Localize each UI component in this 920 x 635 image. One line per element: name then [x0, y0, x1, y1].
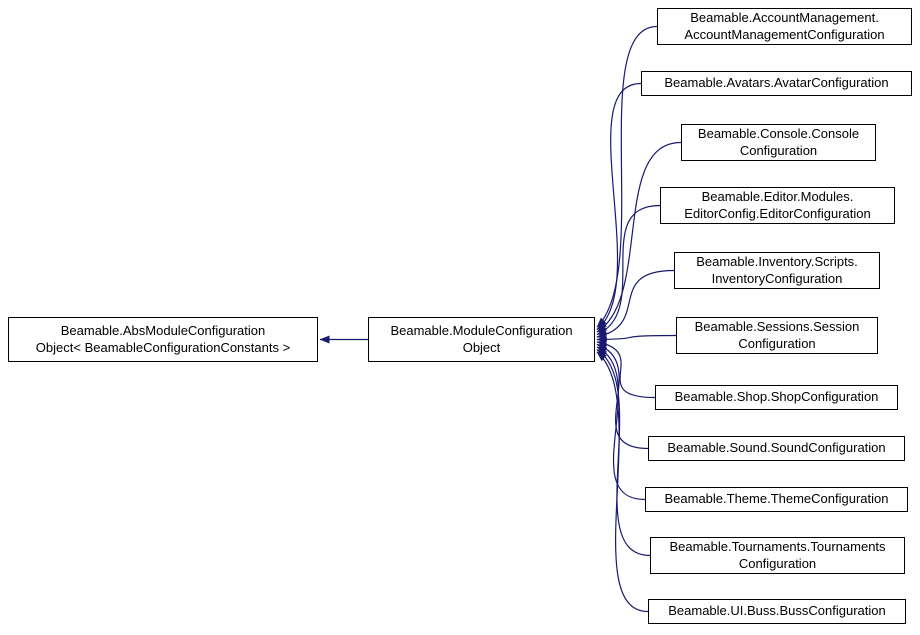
- node-sound-configuration[interactable]: Beamable.Sound.SoundConfiguration: [648, 436, 905, 461]
- inheritance-edge: [596, 343, 649, 450]
- node-label: Beamable.ModuleConfiguration Object: [390, 322, 573, 355]
- node-module-configuration[interactable]: Beamable.ModuleConfiguration Object: [368, 317, 595, 362]
- node-account-management-configuration[interactable]: Beamable.AccountManagement. AccountManag…: [657, 8, 912, 45]
- node-label: Beamable.Inventory.Scripts. InventoryCon…: [696, 253, 858, 286]
- node-label: Beamable.Editor.Modules. EditorConfig.Ed…: [684, 188, 871, 221]
- inheritance-edge: [596, 349, 651, 557]
- node-tournaments-configuration[interactable]: Beamable.Tournaments.Tournaments Configu…: [650, 537, 905, 574]
- node-label: Beamable.Theme.ThemeConfiguration: [664, 491, 889, 507]
- inheritance-edge: [596, 204, 661, 336]
- node-label: Beamable.Shop.ShopConfiguration: [674, 389, 879, 405]
- node-label: Beamable.Sessions.Session Configuration: [694, 318, 860, 351]
- node-label: Beamable.Sound.SoundConfiguration: [667, 440, 886, 456]
- inheritance-edge: [596, 346, 646, 501]
- node-shop-configuration[interactable]: Beamable.Shop.ShopConfiguration: [655, 385, 898, 410]
- node-abs-module-configuration[interactable]: Beamable.AbsModuleConfiguration Object< …: [8, 317, 318, 362]
- inheritance-edge: [596, 82, 642, 330]
- node-label: Beamable.Avatars.AvatarConfiguration: [664, 75, 889, 91]
- inheritance-edge: [596, 351, 649, 613]
- node-buss-configuration[interactable]: Beamable.UI.Buss.BussConfiguration: [648, 599, 906, 624]
- node-inventory-configuration[interactable]: Beamable.Inventory.Scripts. InventoryCon…: [674, 252, 880, 289]
- inheritance-edge: [596, 339, 656, 399]
- node-console-configuration[interactable]: Beamable.Console.Console Configuration: [681, 124, 876, 161]
- inheritance-edge: [596, 141, 682, 333]
- node-label: Beamable.AbsModuleConfiguration Object< …: [35, 322, 291, 355]
- node-avatar-configuration[interactable]: Beamable.Avatars.AvatarConfiguration: [641, 71, 912, 96]
- node-theme-configuration[interactable]: Beamable.Theme.ThemeConfiguration: [645, 487, 908, 512]
- node-session-configuration[interactable]: Beamable.Sessions.Session Configuration: [676, 317, 878, 354]
- node-label: Beamable.Tournaments.Tournaments Configu…: [669, 538, 886, 571]
- node-label: Beamable.AccountManagement. AccountManag…: [684, 9, 885, 42]
- node-editor-configuration[interactable]: Beamable.Editor.Modules. EditorConfig.Ed…: [660, 187, 895, 224]
- inheritance-edge: [596, 334, 677, 344]
- node-label: Beamable.Console.Console Configuration: [697, 125, 860, 158]
- node-label: Beamable.UI.Buss.BussConfiguration: [668, 603, 886, 619]
- inheritance-edge: [596, 25, 658, 328]
- inheritance-edge: [596, 269, 675, 339]
